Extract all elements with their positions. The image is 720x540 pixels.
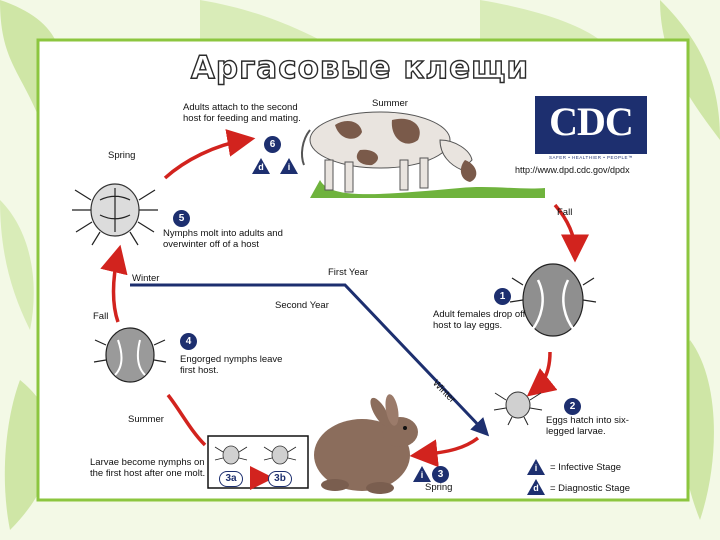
step-5-text: Nymphs molt into adults and overwinter o… <box>163 228 283 250</box>
label-summer-top: Summer <box>372 98 408 109</box>
infective-marker-step6: i <box>280 158 298 174</box>
step-6-text: Adults attach to the second host for fee… <box>183 102 303 124</box>
infective-marker-letter: i <box>532 463 540 473</box>
label-winter-left: Winter <box>132 273 159 284</box>
label-fall-right: Fall <box>557 207 572 218</box>
cdc-logo-text: CDC <box>535 100 647 144</box>
legend-diagnostic-label: = Diagnostic Stage <box>550 483 630 494</box>
step-3a-number: 3a <box>219 471 243 487</box>
infective-marker-step3: i <box>413 466 431 482</box>
step-5-number: 5 <box>173 210 190 227</box>
label-spring-bottom: Spring <box>425 482 452 493</box>
slide-title: Аргасовые клещи <box>160 50 560 86</box>
step-2-number: 2 <box>564 398 581 415</box>
label-first-year: First Year <box>328 267 368 278</box>
step-4-number: 4 <box>180 333 197 350</box>
legend-infective-label: = Infective Stage <box>550 462 621 473</box>
label-spring-top: Spring <box>108 150 135 161</box>
step-1-number: 1 <box>494 288 511 305</box>
diagnostic-marker-letter: d <box>532 483 540 493</box>
step-2-text: Eggs hatch into six-legged larvae. <box>546 415 646 437</box>
step-4-text: Engorged nymphs leave first host. <box>180 354 295 376</box>
step-3-text: Larvae become nymphs on the first host a… <box>90 457 208 479</box>
diagnostic-marker-letter: d <box>257 162 265 172</box>
label-second-year: Second Year <box>275 300 329 311</box>
step-1-text: Adult females drop off host to lay eggs. <box>433 309 533 331</box>
diagnostic-marker-step6: d <box>252 158 270 174</box>
step-6-number: 6 <box>264 136 281 153</box>
legend-infective-icon: i <box>527 459 545 475</box>
step-3-number: 3 <box>432 466 449 483</box>
label-summer-bottom: Summer <box>128 414 164 425</box>
cdc-logo: CDC <box>535 96 647 154</box>
cdc-tagline: SAFER • HEALTHIER • PEOPLE™ <box>535 155 647 160</box>
cdc-url: http://www.dpd.cdc.gov/dpdx <box>515 165 630 176</box>
infective-marker-letter: i <box>285 162 293 172</box>
infective-marker-letter: i <box>418 470 426 480</box>
legend-diagnostic-icon: d <box>527 479 545 495</box>
step-3b-number: 3b <box>268 471 292 487</box>
label-fall-left: Fall <box>93 311 108 322</box>
